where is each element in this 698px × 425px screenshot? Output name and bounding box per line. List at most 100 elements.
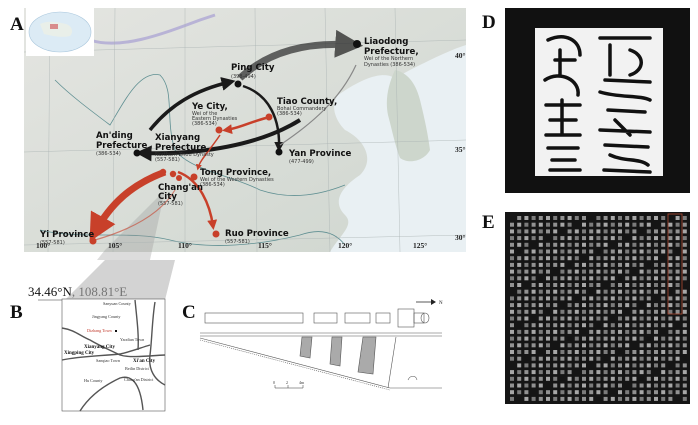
epitaph-glyph [510,390,514,395]
epitaph-glyph [632,276,637,281]
epitaph-glyph [675,350,680,354]
epitaph-glyph [517,363,522,368]
epitaph-glyph [546,216,550,220]
epitaph-glyph [618,256,622,261]
epitaph-glyph [668,396,673,401]
epitaph-glyph [538,236,543,241]
epitaph-glyph [553,356,558,361]
epitaph-glyph [560,262,565,267]
epitaph-glyph [625,262,630,267]
epitaph-glyph [625,283,630,287]
epitaph-glyph [574,249,579,254]
epitaph-glyph [632,249,637,254]
panel-label-c: C [182,302,196,323]
epitaph-glyph [618,216,622,220]
epitaph-glyph [524,350,529,354]
epitaph-glyph [510,350,514,354]
epitaph-glyph [589,303,594,308]
epitaph-glyph [589,343,594,348]
scale-bar [274,385,304,389]
epitaph-glyph [675,316,680,321]
epitaph-glyph [632,242,637,247]
epitaph-glyph [603,396,608,401]
epitaph-glyph [603,256,608,261]
epitaph-glyph [596,242,601,247]
epitaph-glyph [524,370,529,375]
epitaph-glyph [546,262,550,267]
epitaph-glyph [682,222,687,227]
scale-4m: 4m [299,380,305,385]
label-anding-2: Prefecture [96,141,147,151]
epitaph-glyph [603,269,608,274]
epitaph-glyph [531,343,536,348]
scale-2: 2 [286,380,288,385]
epitaph-glyph [625,323,630,328]
epitaph-glyph [682,303,687,308]
epitaph-glyph [524,323,529,328]
epitaph-glyph [646,229,651,234]
lon-label-105: 105° [108,241,122,250]
epitaph-glyph [567,256,572,261]
epitaph-glyph [538,363,543,368]
panel-label-a: A [10,14,24,35]
epitaph-glyph [610,236,615,241]
epitaph-glyph [654,229,658,234]
epitaph-glyph [603,276,608,281]
epitaph-glyph [517,376,522,381]
epitaph-glyph [560,370,565,375]
epitaph-glyph [632,222,637,227]
epitaph-glyph [510,229,514,234]
epitaph-glyph [661,269,666,274]
scale-0: 0 [273,380,275,385]
epitaph-glyph [632,216,637,220]
epitaph-glyph [668,276,673,281]
epitaph-glyph [632,390,637,395]
epitaph-glyph [531,262,536,267]
epitaph-glyph [574,316,579,321]
epitaph-glyph [589,323,594,328]
epitaph-glyph [574,229,579,234]
label-tiao-sub-1: Bohai Commandery [277,106,327,112]
epitaph-glyph [675,262,680,267]
epitaph-glyph [510,376,514,381]
epitaph-glyph [546,350,550,354]
epitaph-glyph [639,269,644,274]
epitaph-glyph [646,396,651,401]
epitaph-glyph [596,289,601,294]
epitaph-glyph [589,390,594,395]
epitaph-glyph [553,283,558,287]
epitaph-glyph [603,309,608,314]
epitaph-glyph [582,249,586,254]
epitaph-glyph [517,370,522,375]
label-ye-sub-3: (386-534) [192,121,217,127]
epitaph-glyph [682,336,687,341]
epitaph-glyph [596,276,601,281]
epitaph-glyph [675,236,680,241]
epitaph-glyph [668,356,673,361]
epitaph-glyph [603,350,608,354]
epitaph-glyph [546,376,550,381]
epitaph-glyph [531,296,536,301]
epitaph-glyph [668,370,673,375]
epitaph-glyph [560,323,565,328]
epitaph-glyph [510,316,514,321]
epitaph-glyph [589,309,594,314]
epitaph-glyph [524,236,529,241]
label-tiao: Tiao County, [277,97,337,107]
epitaph-glyph [574,262,579,267]
epitaph-glyph [603,323,608,328]
b-label-xianyang: Xianyang City [84,345,115,350]
route-to-ping [148,77,236,132]
epitaph-glyph [553,309,558,314]
epitaph-glyph [675,376,680,381]
epitaph-glyph [661,262,666,267]
epitaph-glyph [618,283,622,287]
epitaph-glyph [596,316,601,321]
epitaph-glyph [553,363,558,368]
epitaph-glyph [639,356,644,361]
epitaph-glyph [531,216,536,220]
epitaph-glyph [517,236,522,241]
epitaph-glyph [654,323,658,328]
epitaph-glyph [538,256,543,261]
red-routes [89,116,267,242]
